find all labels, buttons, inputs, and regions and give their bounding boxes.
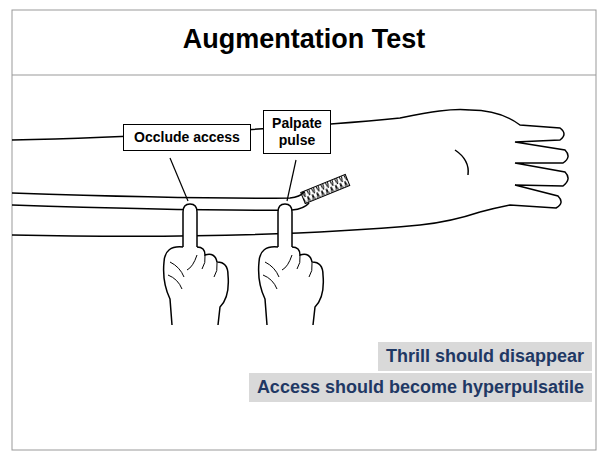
callout-box: Occlude access [123,124,251,151]
pointing-hands [164,204,324,325]
note-band: Thrill should disappear [378,342,592,371]
node-text: Palpate pulse [270,115,324,149]
node-text: Thrill should disappear [386,345,584,368]
title-rule [12,75,596,76]
leader-lines [170,158,296,201]
node-text: Access should become hyperpulsatile [257,376,584,399]
slide-title: Augmentation Test [0,24,608,55]
slide-frame [12,10,596,450]
node-text: Occlude access [130,129,244,146]
note-band: Access should become hyperpulsatile [249,373,592,402]
graft-tube [12,174,350,210]
callout-box: Palpate pulse [263,110,331,154]
